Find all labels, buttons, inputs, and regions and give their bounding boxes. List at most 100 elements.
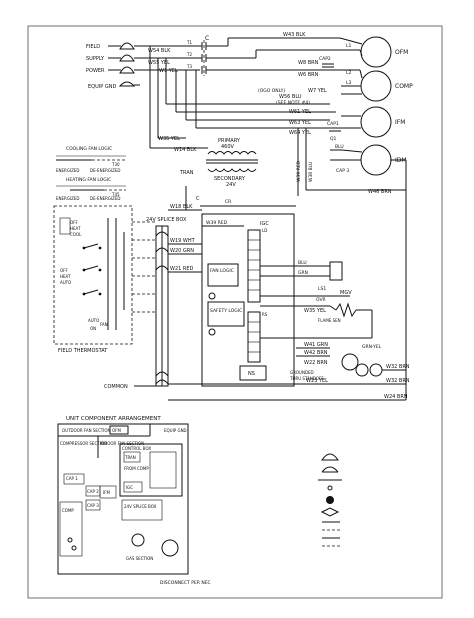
igc-board: C CR W39 RED IGC LD FAN LOGIC SAFETY LOG… xyxy=(196,196,296,387)
ifm-motor-icon xyxy=(360,106,392,138)
primary-coil-icon xyxy=(207,151,257,155)
from-comp-label: FROM COMP xyxy=(124,466,149,471)
thermostat-auto: AUTO xyxy=(60,280,71,285)
t1-label: T1 xyxy=(186,40,192,45)
wire-w23: W23 YEL xyxy=(306,378,328,384)
igc-c-label: C xyxy=(196,196,200,202)
ifm-motor: IFM CAP1 Q1 xyxy=(327,106,405,142)
wire-w35-b: W35 YEL xyxy=(304,308,326,314)
wire-w39-red: W39 RED xyxy=(296,160,302,182)
wire-w6: W6 BRN xyxy=(298,72,319,78)
splice-box: 24V SPLICE BOX xyxy=(146,217,187,387)
ground-symbol-icon xyxy=(320,507,340,517)
grounded-label: GROUNDED xyxy=(290,370,314,375)
mgv-coil-icon xyxy=(335,302,357,318)
wire-w7: W7 YEL xyxy=(308,88,327,94)
wire-w20: W20 GRN xyxy=(170,248,194,254)
wire-w63: W63 YEL xyxy=(289,120,311,126)
ns-label: NS xyxy=(248,371,255,377)
grn-yel-label: GRN-YEL xyxy=(362,344,382,350)
cap2-box-label: CAP 2 xyxy=(87,489,99,494)
ofm-motor-icon xyxy=(360,36,392,68)
blu-label: BLU xyxy=(335,144,344,150)
wire-w55: W55 YEL xyxy=(148,60,170,66)
wire-w8: W8 BRN xyxy=(298,60,319,66)
comp-box-label: COMP xyxy=(62,508,74,513)
wire-w21: W21 RED xyxy=(170,266,194,272)
open-terminal-icon xyxy=(327,485,333,491)
cap1-box-label: CAP 1 xyxy=(66,476,78,481)
comp-l2-label: L2 xyxy=(346,70,352,76)
cap3-box-label: CAP 3 xyxy=(87,503,99,508)
terminal-l1-icon xyxy=(119,42,135,50)
cap2-label: CAP2 xyxy=(319,56,331,62)
wire-w19: W19 WHT xyxy=(170,238,196,244)
wire-w32-b: W32 BRN xyxy=(386,378,410,384)
cooling-t30: T30 xyxy=(111,162,120,167)
wire-w32-a: W32 BRN xyxy=(386,364,410,370)
cooling-fan-logic: COOLING FAN LOGIC T30 ENERGIZED DE-ENERG… xyxy=(56,146,126,173)
compressor-section-label: COMPRESSOR SECTION xyxy=(60,441,107,446)
wire-w14: W14 BLK xyxy=(174,147,197,153)
igc-box-label: IGC xyxy=(126,485,133,490)
field-supply-line2: SUPPLY xyxy=(86,56,105,62)
wire-w18: W18 BLK xyxy=(170,204,193,210)
fan-logic-label: FAN LOGIC xyxy=(210,268,234,274)
thermostat-off: OFF xyxy=(70,220,78,225)
page-border xyxy=(27,25,443,599)
contactor-label: C xyxy=(205,35,209,42)
splice-symbol-icon xyxy=(321,466,339,473)
thermostat-heat: HEAT xyxy=(70,226,81,231)
ifm-label: IFM xyxy=(395,119,405,126)
c-terminal-a-icon xyxy=(355,363,369,377)
heating-de-energized: DE-ENERGIZED xyxy=(90,196,121,201)
wire-w1: W1 YEL xyxy=(159,68,178,74)
terminal-l3-icon xyxy=(119,66,135,74)
splice-box-label: 24V SPLICE BOX xyxy=(146,217,187,223)
ofm-box-label: OFM xyxy=(112,428,121,433)
wire-w22: W22 BRN xyxy=(304,360,328,366)
ofm-l1-label: L1 xyxy=(346,43,352,49)
secondary-coil-icon xyxy=(207,168,257,172)
thermostat-off-2: OFF xyxy=(60,268,68,273)
terminal-symbol-icon xyxy=(321,453,339,461)
compressor-icon xyxy=(360,70,392,102)
cr-label: CR xyxy=(225,199,231,205)
primary-voltage: 460V xyxy=(221,144,235,150)
cooling-de-energized: DE-ENERGIZED xyxy=(90,168,121,173)
led-icon xyxy=(208,292,216,300)
mgv-label: MGV xyxy=(340,290,352,296)
ofm-motor: OFM L1 CAP2 xyxy=(319,36,408,68)
wire-w35: W35 YEL xyxy=(158,136,180,142)
led-icon-2 xyxy=(208,328,216,336)
blu-label-2: BLU xyxy=(298,260,307,266)
symbol-legend xyxy=(318,453,342,547)
wire-w64: W64 YEL xyxy=(289,130,311,136)
wire-w39-igc: W39 RED xyxy=(206,220,228,226)
ifm-box-label: IFM xyxy=(103,490,110,495)
wire-w56: W56 BLU xyxy=(279,94,302,100)
thermostat-fan: FAN xyxy=(100,322,108,327)
equip-ground-label: EQUIP GND xyxy=(88,84,116,90)
thermostat-fan-on: ON xyxy=(90,326,96,331)
c-terminal-b-icon xyxy=(369,363,383,377)
gas-valve-icon xyxy=(161,539,179,557)
heating-t45: T45 xyxy=(111,192,120,197)
tran-label: TRAN xyxy=(179,170,194,176)
t2-label: T2 xyxy=(186,52,192,57)
wire-w42: W42 BRN xyxy=(304,350,328,356)
field-supply-block: FIELD SUPPLY POWER EQUIP GND xyxy=(86,42,146,90)
see-note: (SEE NOTE #4) xyxy=(276,100,310,106)
safety-logic-label: SAFETY LOGIC xyxy=(210,308,242,314)
flame-sen-label: FLAME SEN xyxy=(318,318,341,323)
q1-label: Q1 xyxy=(330,136,337,142)
rs-label: RS xyxy=(262,312,268,317)
tran-box-label: TRAN xyxy=(124,455,136,460)
grn-label: GRN xyxy=(298,270,308,276)
disconnect-label: DISCONNECT PER NEC xyxy=(160,580,211,586)
thermostat-fan-auto: AUTO xyxy=(88,318,99,323)
comp-label: COMP xyxy=(395,83,413,90)
gas-section-label: GAS SECTION xyxy=(126,556,153,561)
control-box-label: CONTROL BOX xyxy=(122,446,151,451)
